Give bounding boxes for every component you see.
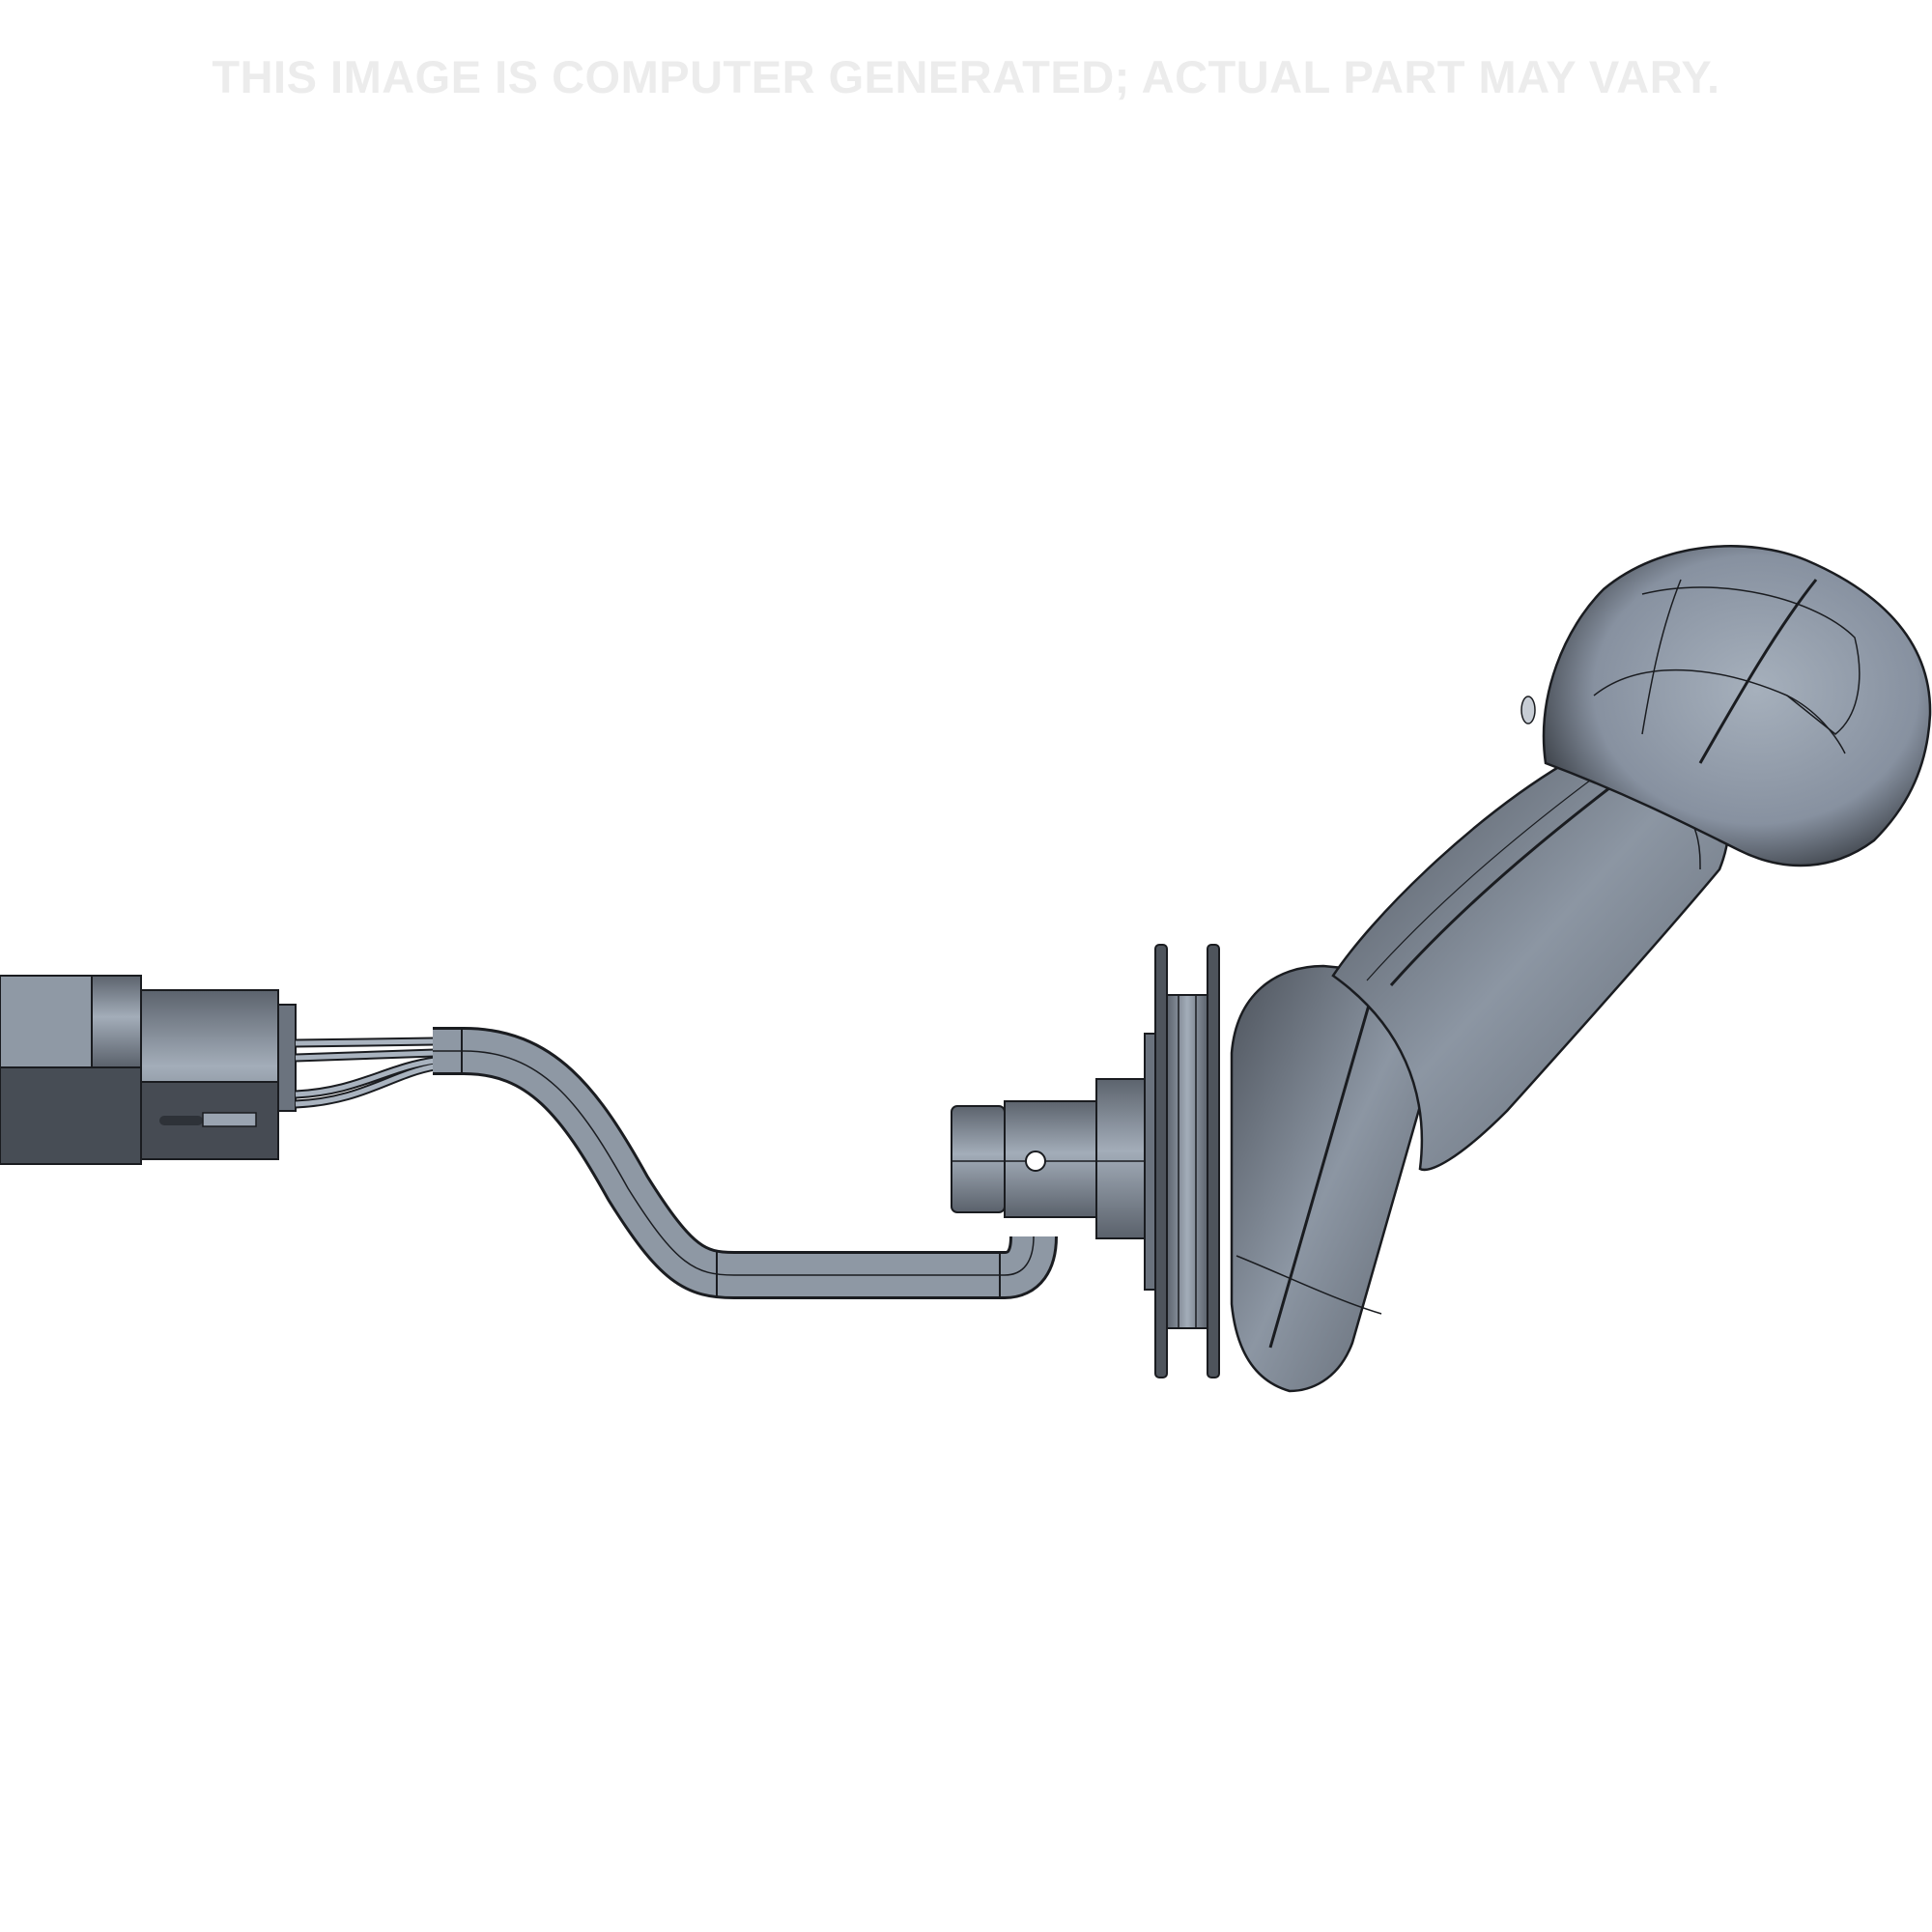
cable-sheath <box>433 1027 1058 1299</box>
side-button-icon <box>1520 696 1536 724</box>
electrical-connector <box>0 975 297 1165</box>
pulley-flange <box>1144 944 1220 1378</box>
mounting-shaft <box>951 1078 1217 1239</box>
disclaimer-watermark: THIS IMAGE IS COMPUTER GENERATED; ACTUAL… <box>212 51 1720 102</box>
grip-head <box>1520 545 1932 867</box>
